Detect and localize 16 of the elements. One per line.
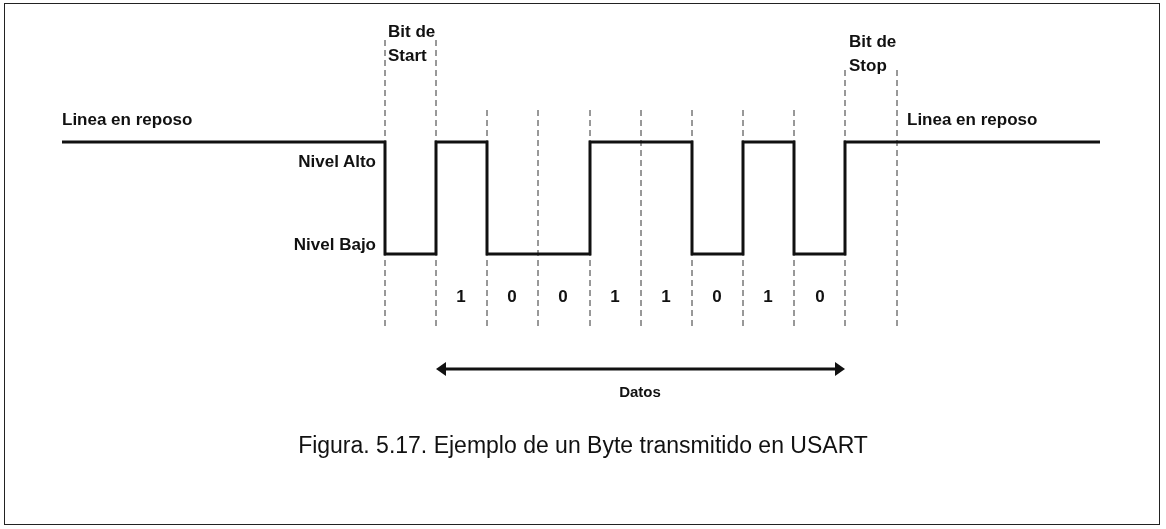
level-label: Nivel Bajo	[293, 234, 376, 256]
bit-value: 1	[610, 286, 620, 308]
annotation-label: Bit de Start	[388, 21, 437, 67]
bit-value: 1	[661, 286, 671, 308]
annotation-label: Bit de Stop	[849, 31, 898, 77]
bit-value: 1	[456, 286, 466, 308]
bit-value: 0	[712, 286, 722, 308]
bit-value: 1	[763, 286, 773, 308]
annotation-label: Linea en reposo	[907, 109, 1038, 131]
bit-value: 0	[558, 286, 568, 308]
annotation-label: Linea en reposo	[62, 109, 193, 131]
figure-caption: Figura. 5.17. Ejemplo de un Byte transmitido en USART	[297, 432, 869, 459]
span-label: Datos	[619, 382, 661, 402]
bit-value: 0	[815, 286, 825, 308]
level-label: Nivel Alto	[298, 151, 376, 173]
bit-value: 0	[507, 286, 517, 308]
